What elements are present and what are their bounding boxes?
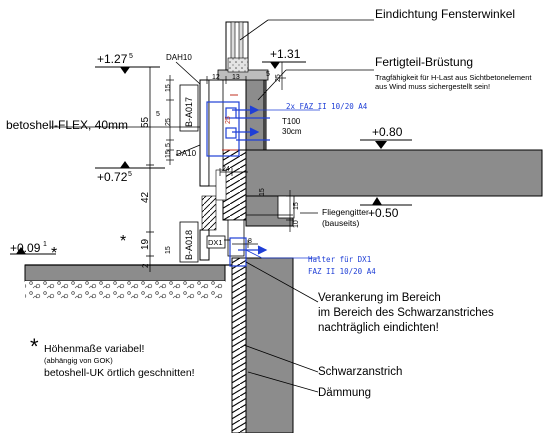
tag-b-a018: B-A018	[184, 230, 194, 260]
dim-24: 24	[222, 166, 230, 173]
upper-anchor-group	[206, 101, 270, 157]
note-star: *	[30, 334, 39, 359]
note-line-2: (abhängig von GOK)	[44, 356, 113, 365]
elev-mid-left: +0.72	[97, 170, 128, 184]
note-line-1: Höhenmaße variabel!	[44, 343, 144, 355]
elev-ground-star: *	[51, 245, 57, 262]
dim-2: 2	[141, 263, 150, 268]
precast-parapet	[245, 77, 265, 151]
label-precast-note-1: Tragfähigkeit für H-Last aus Sichtbetone…	[375, 73, 532, 82]
elev-marker-mid-left	[95, 161, 165, 169]
tag-dah10: DAH10	[166, 53, 192, 62]
fixing-t100-len: 30cm	[282, 127, 302, 136]
elev-mid-left-sup: 5	[128, 171, 132, 178]
dim-55: 55	[140, 116, 151, 128]
label-anchoring-3: nachträglich eindichten!	[318, 322, 439, 334]
label-insulation: Dämmung	[318, 387, 371, 399]
label-anchoring-1: Verankerung im Bereich	[318, 292, 441, 304]
betoshell-panel-upper	[199, 79, 210, 187]
dim-10: 10	[293, 220, 300, 228]
elev-ground-sup: 1	[43, 241, 47, 248]
insulation-upper	[222, 149, 247, 221]
basement-wall	[245, 257, 294, 433]
insulation-lower	[231, 257, 247, 433]
elev-top-left: +1.27	[97, 52, 128, 66]
dim-15-d: 15	[293, 202, 300, 210]
tag-dx1: DX1	[208, 238, 223, 247]
dim-8: 8	[248, 238, 252, 245]
elev-marker-slab-bottom	[360, 197, 412, 206]
dim-star-left: *	[120, 233, 126, 250]
elev-ground: +0.09	[10, 241, 41, 255]
fixing-faz-upper: 2x FAZ II 10/20 A4	[286, 102, 368, 111]
label-betoshell-flex: betoshell-FLEX, 40mm	[6, 118, 128, 132]
dimension-chain-inner	[166, 75, 174, 165]
dim-25-b: 25	[275, 74, 282, 82]
label-fly-screen-1: Fliegengitter	[322, 207, 369, 217]
dim-25-a: 25	[165, 118, 172, 126]
dim-15-b: 15	[165, 150, 172, 158]
dimension-chain-left	[146, 66, 154, 272]
tag-box-b-a017	[179, 84, 199, 132]
window-seal-strip	[227, 57, 249, 73]
blue-leaders	[245, 109, 320, 259]
dim-25-c: 25	[225, 116, 232, 124]
dim-19: 19	[140, 238, 151, 250]
fixing-faz-lower: FAZ II 10/20 A4	[308, 267, 376, 276]
label-anchoring-2: im Bereich des Schwarzanstriches	[318, 307, 494, 319]
dim-15-a: 15	[165, 84, 172, 92]
dim-42: 42	[140, 191, 151, 203]
lower-anchor-group	[229, 237, 268, 267]
leader-lines	[50, 19, 374, 393]
label-window-seal: Eindichtung Fensterwinkel	[375, 7, 515, 21]
dim-12: 12	[212, 74, 220, 81]
gravel-bed	[25, 281, 225, 301]
dim-13: 13	[232, 74, 240, 81]
floor-slab	[245, 149, 543, 197]
filler-block	[215, 169, 227, 201]
dimension-right-of-window	[278, 61, 294, 232]
dim-15-c: 15	[165, 246, 172, 254]
note-line-3: betoshell-UK örtlich geschnitten!	[44, 367, 195, 379]
fixing-holder-dx1: Halter für DX1	[308, 255, 371, 264]
tag-b-a017: B-A017	[184, 97, 194, 127]
elev-top-right: +1.31	[270, 47, 301, 61]
dim-15-e: 15	[259, 188, 266, 196]
dim-5-small: 5	[156, 111, 160, 118]
elev-slab-top: +0.80	[372, 125, 403, 139]
elev-marker-slab-top	[360, 139, 412, 149]
label-fly-screen-2: (bauseits)	[322, 218, 359, 228]
tag-box-b-a018	[179, 221, 199, 263]
dim-5-mid: 5	[165, 143, 172, 147]
hatched-strip	[201, 195, 217, 231]
elev-top-left-sup: 5	[129, 53, 133, 60]
elev-slab-bottom: +0.50	[368, 206, 399, 220]
ground-slab	[24, 264, 226, 282]
label-precast-parapet: Fertigteil-Brüstung	[375, 55, 473, 69]
tag-da10: DA10	[176, 149, 197, 158]
label-black-coating: Schwarzanstrich	[318, 366, 402, 378]
tag-box-dx1	[206, 235, 226, 249]
dimension-top-width	[206, 76, 247, 84]
fixing-t100: T100	[282, 117, 301, 126]
elev-marker-ground	[10, 247, 56, 255]
label-precast-note-2: aus Wind muss sichergestellt sein!	[375, 82, 490, 91]
dim-5-top: 5	[266, 71, 270, 78]
elev-marker-top-right	[262, 61, 306, 69]
dimension-lower-width	[219, 168, 258, 248]
